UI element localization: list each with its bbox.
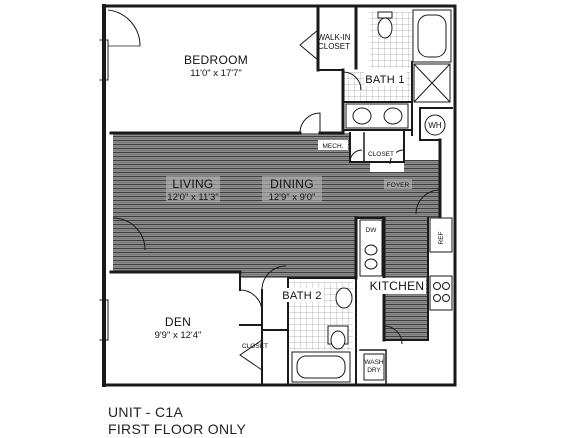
wash-label-1: WASH	[364, 359, 384, 366]
den-label: DEN	[165, 315, 191, 329]
kitchen-label: KITCHEN	[370, 279, 425, 293]
wh-label: WH	[428, 121, 442, 130]
dining-label-bg	[262, 176, 322, 202]
dining-dims: 12'9" x 9'0"	[269, 192, 316, 203]
foyer-label: FOYER	[387, 182, 410, 189]
bath2-label-bg	[280, 288, 324, 302]
walkin-closet-label-1: WALK-IN	[317, 33, 350, 42]
kitchen-label-bg	[368, 278, 426, 294]
bath2-label: BATH 2	[282, 290, 322, 302]
den-dims: 9'9" x 12'4"	[155, 330, 202, 341]
mech-label-bg	[318, 140, 348, 150]
unit-name: UNIT - C1A	[108, 404, 184, 420]
fixtures	[291, 9, 453, 383]
wash-label-2: DRY	[367, 367, 381, 374]
walkin-closet-label-2: CLOSET	[318, 42, 350, 51]
hall-closet-label: CLOSET	[368, 151, 394, 158]
living-label-bg	[166, 176, 220, 202]
unit-caption: UNIT - C1A FIRST FLOOR ONLY	[108, 404, 246, 438]
door-swings	[107, 9, 441, 371]
bath1-label: BATH 1	[365, 74, 405, 86]
closet-label-bg	[366, 148, 396, 158]
foyer-label-bg	[384, 179, 412, 189]
bedroom-dims: 11'0" x 17'7"	[190, 68, 241, 79]
dining-label: DINING	[270, 177, 314, 191]
mech-label: MECH.	[323, 143, 344, 150]
ref-label: REF	[438, 231, 445, 244]
wood-floor	[113, 133, 440, 340]
floor-note: FIRST FLOOR ONLY	[108, 421, 247, 437]
living-dims: 12'0" x 11'3"	[167, 192, 218, 203]
dw-label: DW	[366, 227, 378, 234]
living-label: LIVING	[172, 177, 213, 191]
bedroom-label: BEDROOM	[184, 53, 248, 67]
den-closet-label: CLOSET	[242, 343, 268, 350]
bath1-label-bg	[364, 72, 406, 86]
